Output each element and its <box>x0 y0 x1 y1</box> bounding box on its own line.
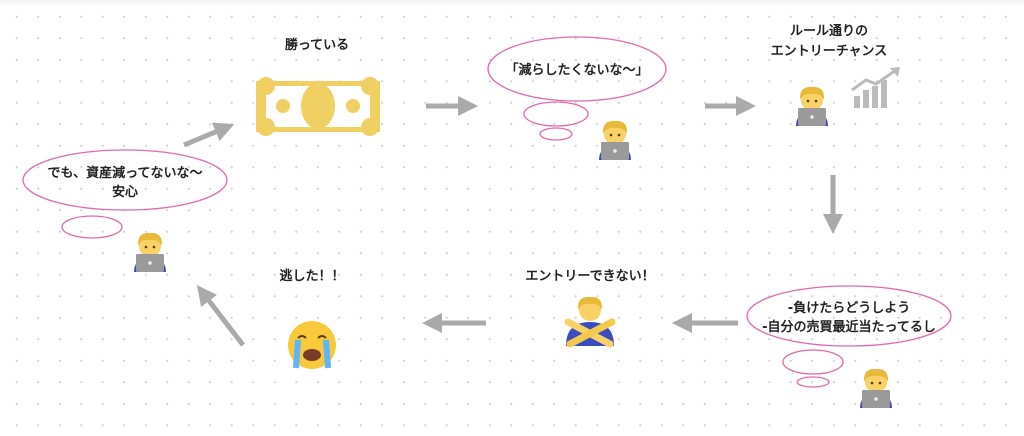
top-edge <box>0 0 1024 6</box>
technologist-icon <box>796 86 828 126</box>
entry-chance-line1: ルール通りの <box>790 23 868 39</box>
missed-label: 逃した！！ <box>279 268 344 284</box>
entry-chance-line2: エントリーチャンス <box>771 44 888 59</box>
worry-line1: -負けたらどうしよう <box>788 300 910 316</box>
relief-bubble <box>22 149 228 211</box>
no-entry-label: エントリーできない！ <box>525 269 654 284</box>
technologist-icon <box>599 120 631 160</box>
thought-bubble <box>487 36 667 102</box>
worry-bubble-small <box>782 349 844 375</box>
crying-face-icon <box>288 321 336 369</box>
thought-bubble-small <box>523 101 589 127</box>
winning-label: 勝っている <box>285 37 349 53</box>
no-gesture-icon <box>564 296 616 348</box>
worry-bubble <box>746 285 952 347</box>
relief-line2: 安心 <box>112 184 138 200</box>
arrow-relief-to-winning <box>183 122 235 148</box>
thought-bubble-tiny <box>539 127 573 141</box>
technologist-icon <box>860 368 892 408</box>
relief-line1: でも、資産減ってないな〜 <box>48 165 203 181</box>
chart-up-icon <box>851 67 900 108</box>
worry-bubble-tiny <box>796 376 830 388</box>
money-bill-icon <box>256 77 380 136</box>
worry-line2: -自分の売買最近当たってるし <box>762 319 936 335</box>
thought-text: 「減らしたくないな〜」 <box>505 62 648 78</box>
relief-bubble-small <box>61 215 123 239</box>
arrow-missed-to-relief <box>196 285 245 347</box>
technologist-icon <box>134 232 166 272</box>
